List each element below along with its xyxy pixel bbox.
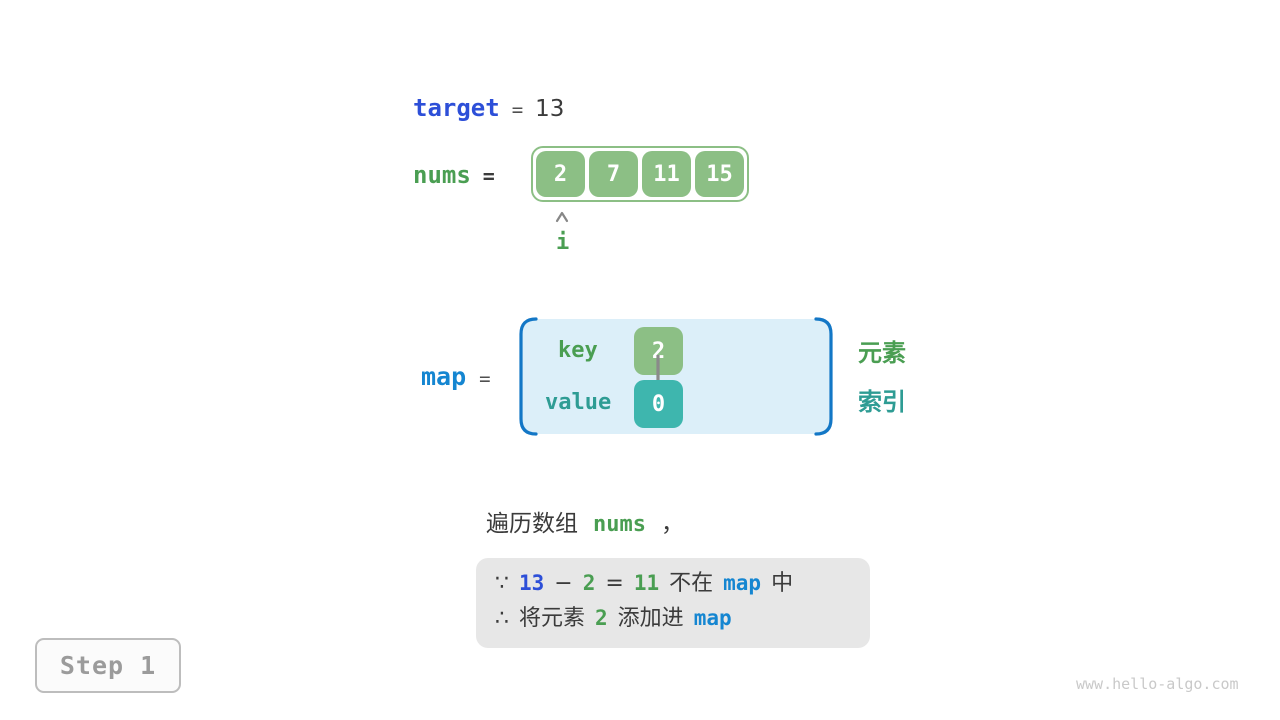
note-map-ref-2: map	[693, 606, 732, 630]
note-num-2b: 2	[595, 606, 608, 630]
because-symbol: ∵	[495, 571, 509, 596]
watermark: www.hello-algo.com	[1076, 675, 1239, 693]
nums-array: 2 7 11 15	[531, 146, 749, 202]
map-container: key 2 value 0	[519, 317, 833, 436]
note-line-2: ∴ 将元素 2 添加进 map	[495, 608, 870, 630]
step-badge-label: Step 1	[59, 651, 157, 680]
note-text-add-into: 添加进	[617, 606, 684, 631]
equals-sign: =	[605, 571, 624, 596]
index-pointer-label: i	[556, 230, 570, 255]
nums-label-row: nums =	[413, 163, 495, 187]
target-label: target	[413, 94, 500, 122]
index-legend-label: 索引	[858, 388, 906, 416]
nums-equals: =	[482, 164, 495, 188]
map-value-cell: 0	[634, 380, 683, 428]
nums-cell-1: 7	[589, 151, 638, 197]
minus-sign: −	[554, 571, 573, 596]
element-legend-label: 元素	[858, 339, 906, 367]
nums-cell-0: 2	[536, 151, 585, 197]
map-key-label: key	[558, 338, 598, 363]
target-value: 13	[535, 96, 565, 122]
map-label-row: map =	[421, 364, 491, 389]
caption-row: 遍历数组 nums ，	[486, 513, 684, 536]
nums-cell-2: 11	[642, 151, 691, 197]
caption-code: nums	[593, 512, 646, 537]
note-num-13: 13	[519, 571, 545, 595]
caption-comma: ，	[660, 511, 684, 537]
caret-up-icon	[555, 211, 569, 223]
note-num-2: 2	[582, 571, 596, 595]
target-row: target = 13	[413, 96, 564, 121]
note-text-in: 中	[771, 571, 794, 596]
note-line-1: ∵ 13 − 2 = 11 不在 map 中	[495, 573, 870, 595]
map-label: map	[421, 362, 467, 391]
note-text-add-element: 将元素	[519, 606, 586, 631]
target-equals: =	[511, 99, 524, 121]
caption-text: 遍历数组	[486, 511, 578, 537]
map-equals: =	[479, 368, 491, 390]
nums-cell-3: 15	[695, 151, 744, 197]
note-box: ∵ 13 − 2 = 11 不在 map 中 ∴ 将元素 2 添加进 map	[476, 558, 870, 648]
note-text-not-in: 不在	[669, 571, 714, 596]
map-value-label: value	[545, 390, 612, 415]
therefore-symbol: ∴	[495, 606, 509, 631]
nums-label: nums	[413, 161, 471, 189]
step-badge: Step 1	[35, 638, 181, 693]
note-num-11: 11	[633, 571, 660, 595]
note-map-ref-1: map	[723, 571, 762, 595]
map-bracket-background	[519, 317, 833, 436]
